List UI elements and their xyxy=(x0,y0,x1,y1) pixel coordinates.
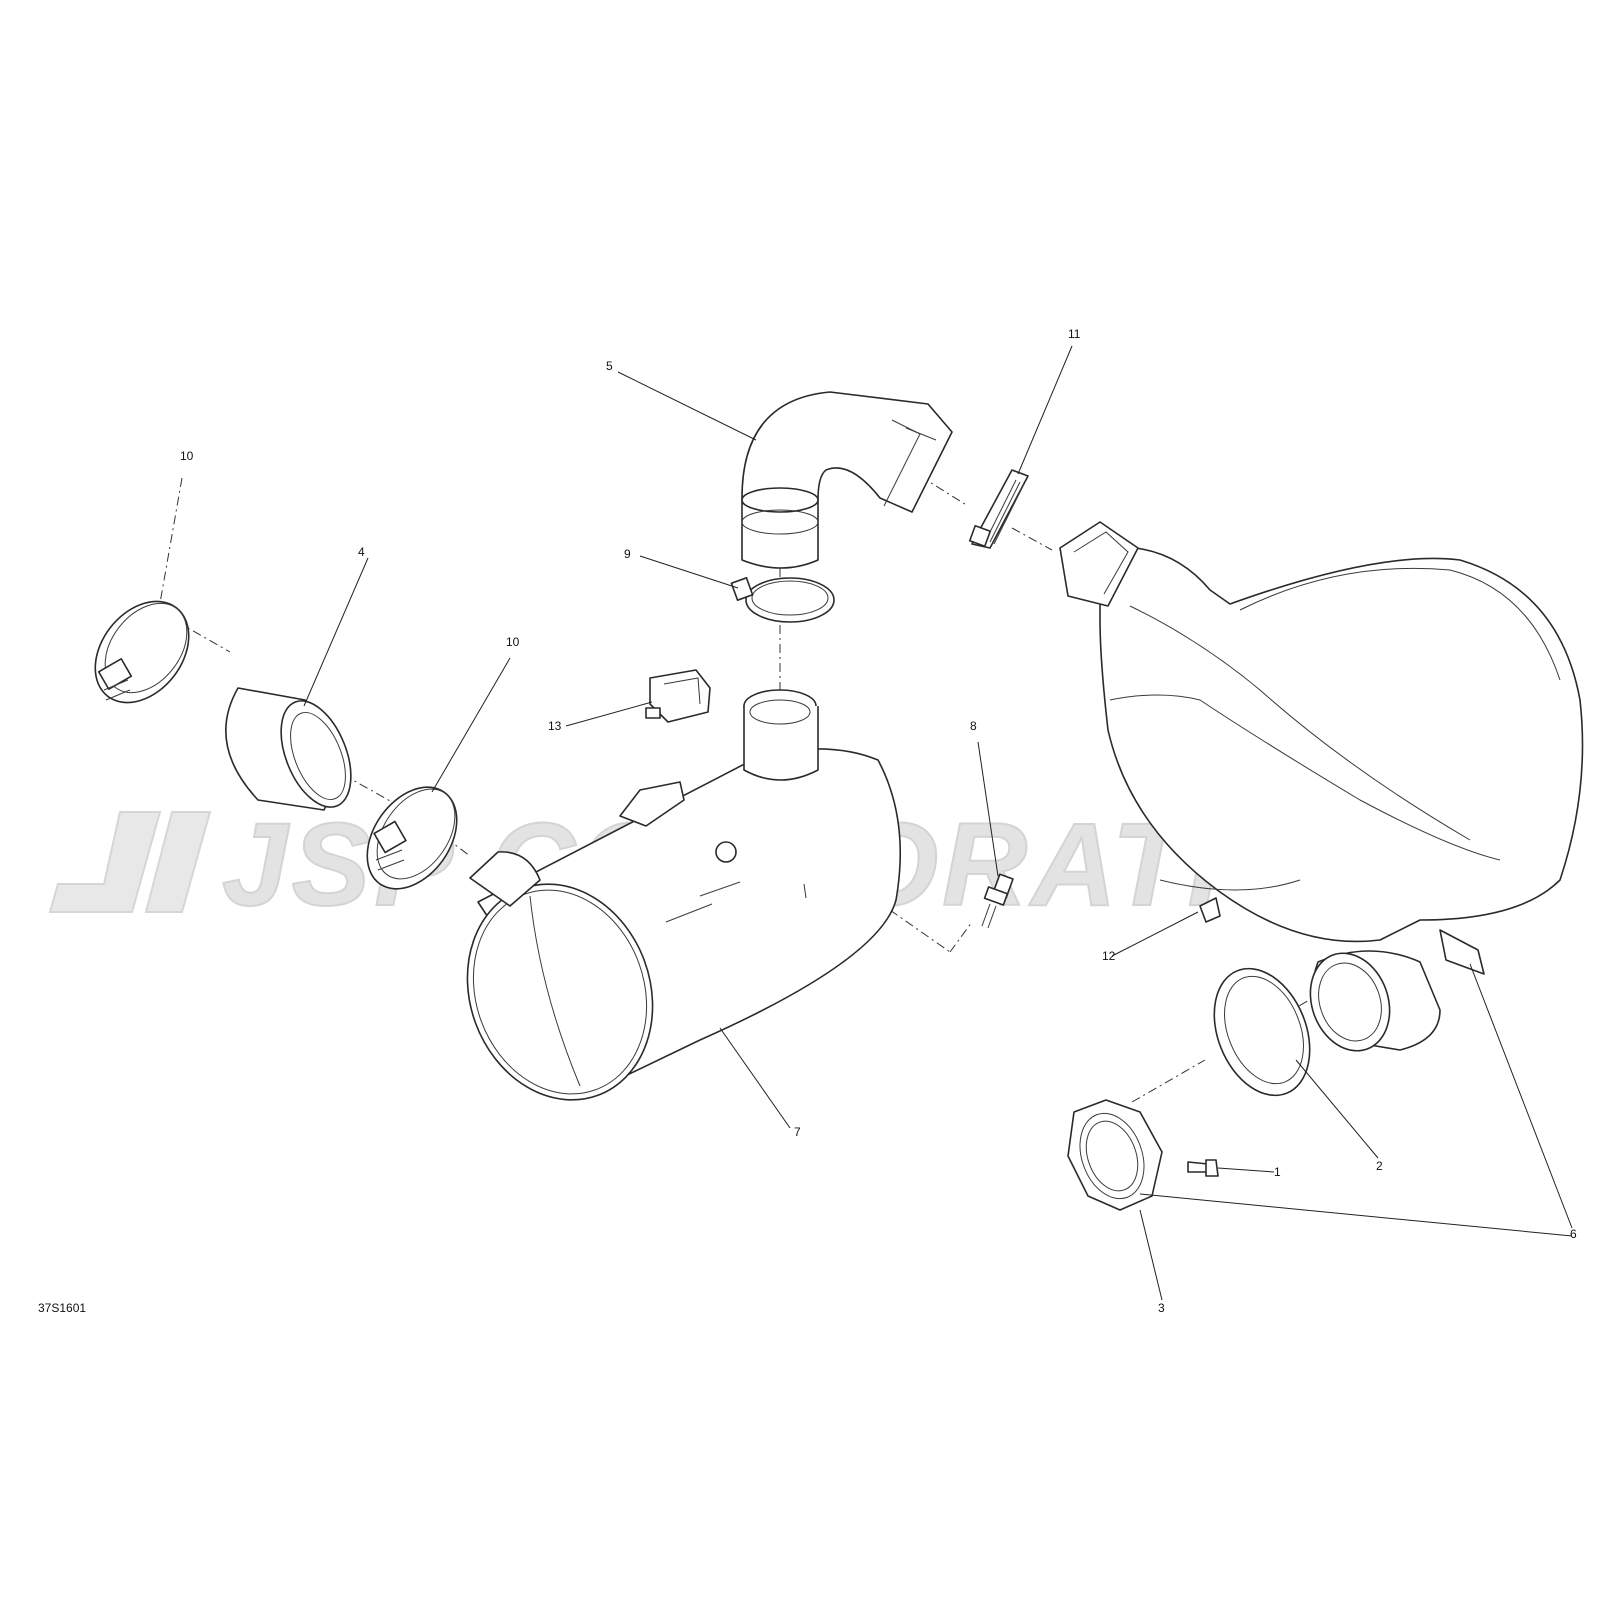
leader-lines xyxy=(303,345,1573,1301)
diagram-reference-code: 37S1601 xyxy=(38,1301,86,1315)
callout-2: 2 xyxy=(1376,1159,1383,1173)
callouts: 1 2 3 4 5 6 7 8 9 10 10 11 12 13 xyxy=(180,327,1577,1315)
gasket-ring xyxy=(1213,967,1311,1097)
callout-13: 13 xyxy=(548,719,562,733)
callout-6: 6 xyxy=(1570,1227,1577,1241)
coupler-sleeve xyxy=(225,687,352,811)
hose-clamp-left xyxy=(94,600,190,704)
callout-11: 11 xyxy=(1068,327,1081,341)
callout-9: 9 xyxy=(624,547,631,561)
muffler-body xyxy=(466,689,902,1101)
callout-1: 1 xyxy=(1274,1165,1281,1179)
hose-clamp-middle xyxy=(366,786,458,890)
callout-10-left: 10 xyxy=(180,449,194,463)
elbow-duct xyxy=(741,391,953,569)
rubber-bumper xyxy=(1199,897,1221,923)
callout-5: 5 xyxy=(606,359,613,373)
callout-3: 3 xyxy=(1158,1301,1165,1315)
sensor-connector xyxy=(645,669,711,723)
hose-clamp-upper xyxy=(730,577,835,623)
callout-7: 7 xyxy=(794,1125,801,1139)
strap-clamp xyxy=(968,469,1029,549)
screw xyxy=(1187,1159,1219,1177)
callout-10-middle: 10 xyxy=(506,635,520,649)
retaining-nut xyxy=(1067,1099,1163,1211)
callout-4: 4 xyxy=(358,545,365,559)
callout-8: 8 xyxy=(970,719,977,733)
temperature-sensor xyxy=(981,873,1014,929)
callout-12: 12 xyxy=(1102,949,1116,963)
resonator-housing xyxy=(1059,521,1584,1052)
